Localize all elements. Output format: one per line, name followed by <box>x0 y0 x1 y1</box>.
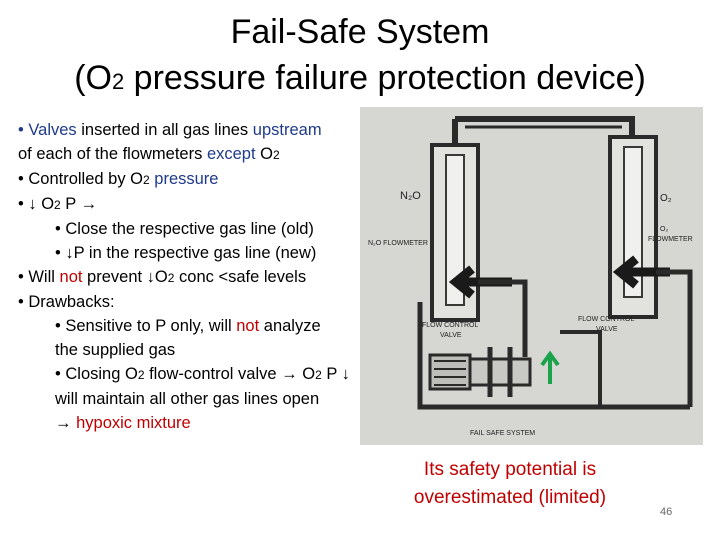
safety-note-line-2: overestimated (limited) <box>413 487 607 508</box>
title-o: (O <box>74 59 112 97</box>
safety-note-line-1: Its safety potential is <box>423 459 597 480</box>
bullet-reduce-pressure: • ↓P in the respective gas line (new) <box>55 244 317 262</box>
bullet-list: • Valves inserted in all gas lines upstr… <box>18 118 363 435</box>
page-number: 46 <box>660 506 673 518</box>
label-right-valve-1: FLOW CONTROL <box>578 316 634 323</box>
title-rest: pressure failure protection device) <box>124 59 646 97</box>
bullet-close-line: • Close the respective gas line (old) <box>55 220 314 238</box>
slide-title-line-2: (O2 pressure failure protection device) <box>0 56 720 104</box>
label-n2o: N₂O <box>400 190 421 202</box>
bullet-valves-cont: of each of the flowmeters except O2 <box>18 145 280 163</box>
label-caption: FAIL SAFE SYSTEM <box>470 430 535 437</box>
bullet-valves: • Valves inserted in all gas lines upstr… <box>18 121 322 139</box>
bullet-sensitive: • Sensitive to P only, will not analyze <box>55 317 321 335</box>
fail-safe-diagram-photo: N₂O O₂ N₂O FLOWMETER O₂ FLOWMETER FLOW C… <box>360 107 703 445</box>
bullet-closing-o2: • Closing O2 flow-control valve → O2 P ↓ <box>55 365 350 383</box>
bullet-hypoxic: → hypoxic mixture <box>55 414 191 432</box>
label-o2-flowmeter-2: FLOWMETER <box>648 236 693 243</box>
label-left-valve-1: FLOW CONTROL <box>422 322 478 329</box>
bullet-o2-drop: • ↓ O2 P → <box>18 195 98 213</box>
label-o2: O₂ <box>660 193 672 204</box>
green-up-arrow-icon <box>540 350 560 384</box>
bullet-controlled: • Controlled by O2 pressure <box>18 170 219 188</box>
title-subscript: 2 <box>111 69 125 94</box>
label-left-valve-2: VALVE <box>440 332 462 339</box>
bullet-will-not-prevent: • Will not prevent ↓O2 conc <safe levels <box>18 268 307 286</box>
fail-safe-diagram: N₂O O₂ N₂O FLOWMETER O₂ FLOWMETER FLOW C… <box>360 107 703 445</box>
label-n2o-flowmeter: N₂O FLOWMETER <box>368 240 428 247</box>
safety-note: Its safety potential is overestimated (l… <box>380 456 640 512</box>
label-right-valve-2: VALVE <box>596 326 618 333</box>
bullet-closing-o2-cont: will maintain all other gas lines open <box>55 390 320 408</box>
slide-title-line-1: Fail-Safe System <box>230 13 490 51</box>
bullet-drawbacks: • Drawbacks: <box>18 293 115 311</box>
bullet-sensitive-cont: the supplied gas <box>55 341 176 359</box>
label-o2-flowmeter-1: O₂ <box>660 226 668 233</box>
